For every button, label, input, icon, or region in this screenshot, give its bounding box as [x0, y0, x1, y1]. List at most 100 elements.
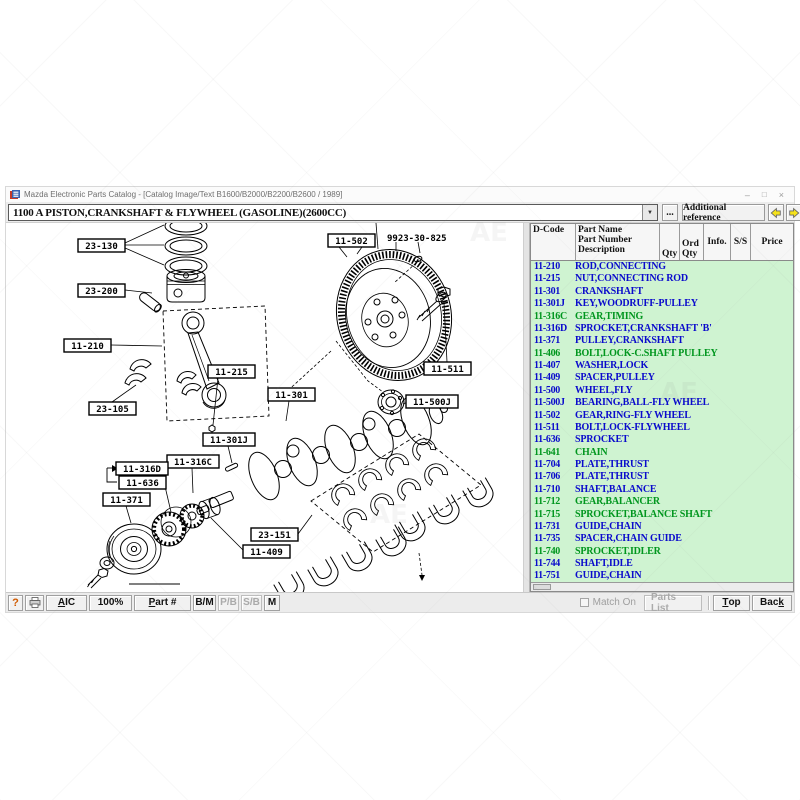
row-dcode: 11-407 [534, 360, 560, 371]
diagram-label-23-130[interactable]: 23-130 [77, 238, 126, 253]
row-part-name: GEAR,TIMING [575, 310, 644, 322]
piston-rings-drawing [164, 223, 208, 276]
diagram-label-11-636[interactable]: 11-636 [118, 475, 167, 490]
diagram-label-9923-30-825[interactable]: 9923-30-825 [387, 234, 447, 244]
table-horizontal-scrollbar[interactable] [531, 582, 793, 591]
more-button[interactable]: ... [662, 204, 678, 221]
diagram-label-11-502[interactable]: 11-502 [327, 233, 376, 248]
print-button[interactable] [25, 594, 44, 611]
row-part-name: BEARING,BALL-FLY WHEEL [575, 397, 710, 409]
crankshaft-drawing [196, 396, 448, 515]
diagram-label-23-151[interactable]: 23-151 [250, 527, 299, 542]
svg-text:11-215: 11-215 [215, 368, 248, 378]
diagram-label-11-210[interactable]: 11-210 [63, 338, 112, 353]
pb-button[interactable]: P/B [218, 594, 239, 611]
close-icon[interactable]: × [778, 189, 784, 200]
diagram-label-11-409[interactable]: 11-409 [242, 544, 291, 559]
table-row[interactable]: 11-500J BEARING,BALL-FLY WHEEL [531, 397, 793, 409]
diagram-label-11-301[interactable]: 11-301 [267, 387, 316, 402]
svg-text:23-200: 23-200 [85, 287, 118, 297]
row-dcode: 11-744 [534, 558, 560, 569]
diagram-label-23-200[interactable]: 23-200 [77, 283, 126, 298]
diagram-label-11-500J[interactable]: 11-500J [405, 394, 459, 409]
row-part-name: SPROCKET,IDLER [575, 545, 661, 557]
m-button[interactable]: M [264, 594, 280, 611]
additional-reference-button[interactable]: Additional reference [682, 203, 765, 223]
svg-text:23-151: 23-151 [258, 531, 291, 541]
svg-text:11-511: 11-511 [431, 365, 464, 375]
section-combobox[interactable]: 1100 A PISTON,CRANKSHAFT & FLYWHEEL (GAS… [8, 204, 658, 221]
next-page-button[interactable] [786, 204, 800, 221]
pulley-spacer-drawing [198, 496, 221, 520]
zoom-level-button[interactable]: 100% [89, 594, 132, 611]
diagram-label-11-316C[interactable]: 11-316C [166, 454, 220, 469]
row-part-name: SPROCKET,BALANCE SHAFT [575, 508, 713, 520]
connecting-rod-drawing [176, 311, 227, 433]
row-dcode: 11-704 [534, 459, 560, 470]
chevron-down-icon[interactable]: ▼ [642, 205, 657, 220]
match-on-label: Match On [592, 597, 636, 608]
row-part-name: CRANKSHAFT [575, 285, 644, 297]
parts-table-panel: D-Code Part Name Part Number Description… [530, 223, 794, 592]
diagram-label-23-105[interactable]: 23-105 [88, 401, 137, 416]
previous-page-button[interactable] [768, 204, 784, 221]
scrollbar-thumb[interactable] [533, 584, 551, 590]
bm-button[interactable]: B/M [193, 594, 216, 611]
row-dcode: 11-210 [534, 261, 560, 272]
row-dcode: 11-500J [534, 397, 565, 409]
row-part-name: SPROCKET,CRANKSHAFT 'B' [575, 322, 712, 334]
match-on-checkbox[interactable]: Match On [579, 597, 636, 608]
help-button[interactable]: ? [8, 594, 23, 611]
minimize-icon[interactable]: – [744, 189, 750, 200]
app-icon [10, 189, 20, 199]
row-part-name: GEAR,BALANCER [575, 496, 660, 508]
diagram-label-11-371[interactable]: 11-371 [102, 492, 151, 507]
diagram-label-11-316D[interactable]: 11-316D [115, 461, 169, 476]
col-header-info: Info. [704, 224, 731, 260]
row-dcode: 11-301J [534, 298, 565, 310]
diagram-label-11-215[interactable]: 11-215 [207, 364, 256, 379]
row-part-name: SHAFT,BALANCE [575, 483, 657, 495]
parts-list-button[interactable]: Parts List [644, 592, 702, 614]
row-part-name: SPACER,CHAIN GUIDE [575, 533, 682, 545]
ball-bearing-drawing [377, 389, 405, 416]
section-selector-row: 1100 A PISTON,CRANKSHAFT & FLYWHEEL (GAS… [6, 202, 800, 223]
diagram-label-11-511[interactable]: 11-511 [423, 361, 472, 376]
svg-text:11-371: 11-371 [110, 496, 143, 506]
col-header-qty: Qty [660, 224, 680, 260]
restore-icon[interactable]: □ [761, 189, 767, 199]
panel-divider[interactable] [523, 223, 530, 592]
sb-button[interactable]: S/B [241, 594, 262, 611]
diagram-label-11-301J[interactable]: 11-301J [202, 432, 256, 447]
